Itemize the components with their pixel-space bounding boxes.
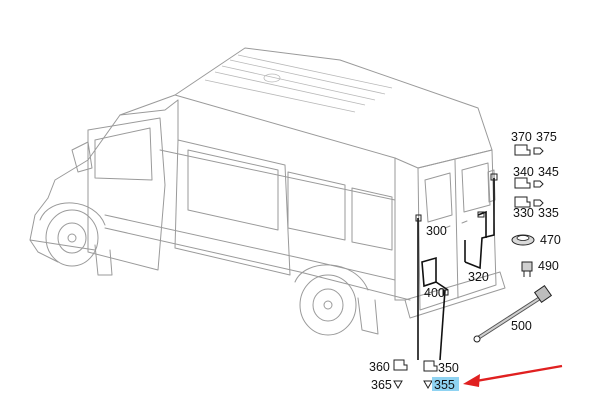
callout-470[interactable]: 470 [540, 233, 561, 247]
highlight-355 [432, 377, 459, 391]
red-pointer-arrow [463, 364, 563, 387]
connector-340-icon [514, 177, 531, 189]
callout-490[interactable]: 490 [538, 259, 559, 273]
callout-350[interactable]: 350 [438, 361, 459, 375]
van-drawing [29, 47, 506, 336]
grommet-470-icon [511, 234, 535, 246]
connector-330-icon [514, 196, 531, 208]
callout-labels: 370 375 340 345 330 335 470 490 300 320 … [369, 130, 561, 392]
callout-330[interactable]: 330 [513, 206, 534, 220]
clip-490-icon [521, 261, 533, 277]
callout-360[interactable]: 360 [369, 360, 390, 374]
connector-370-icon [514, 144, 531, 156]
terminal-365-icon [393, 380, 403, 390]
terminal-345-icon [533, 180, 544, 188]
callout-335[interactable]: 335 [538, 206, 559, 220]
cable-500-icon [473, 284, 553, 343]
callout-355[interactable]: 355 [434, 378, 455, 392]
callout-400[interactable]: 400 [424, 286, 445, 300]
connector-360-icon [393, 359, 408, 371]
terminal-375-icon [533, 147, 544, 155]
callout-500[interactable]: 500 [511, 319, 532, 333]
terminal-355-icon [423, 380, 433, 390]
part-icons [393, 144, 553, 390]
callout-370[interactable]: 370 [511, 130, 532, 144]
callout-340[interactable]: 340 [513, 165, 534, 179]
callout-300[interactable]: 300 [426, 224, 447, 238]
wiring-harness [415, 173, 498, 361]
connector-350-icon [423, 360, 438, 372]
callout-365[interactable]: 365 [371, 378, 392, 392]
terminal-335-icon [533, 199, 544, 207]
callout-320[interactable]: 320 [468, 270, 489, 284]
callout-375[interactable]: 375 [536, 130, 557, 144]
callout-345[interactable]: 345 [538, 165, 559, 179]
